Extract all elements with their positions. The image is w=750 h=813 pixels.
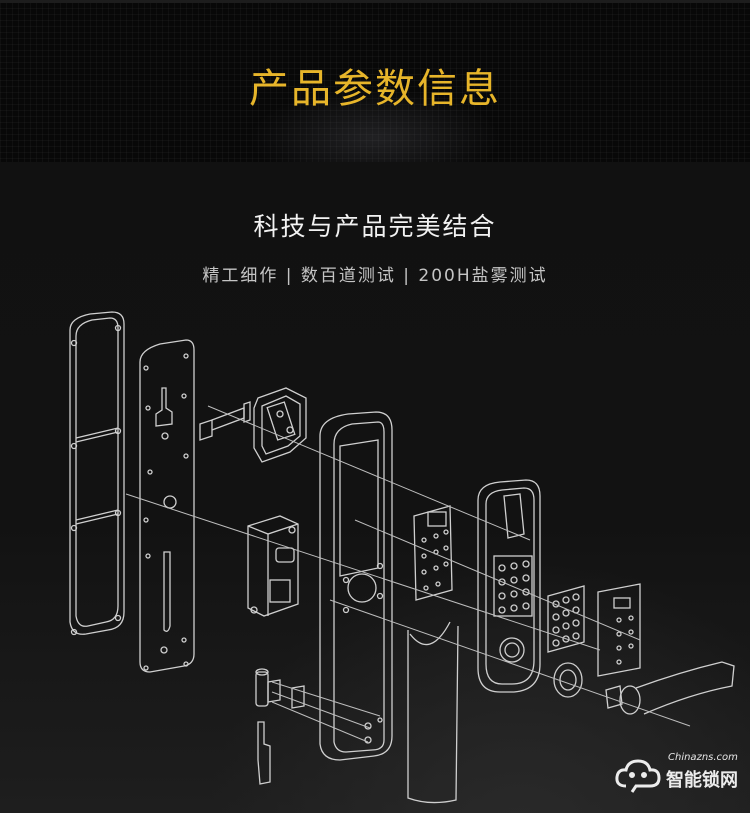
assembly-lines <box>125 405 691 743</box>
key-blank <box>257 721 271 785</box>
lever-handle <box>605 661 735 715</box>
watermark-name: 智能锁网 <box>666 770 738 791</box>
main-section <box>0 162 750 813</box>
spindle-pins <box>255 668 305 709</box>
cloud-face-icon <box>615 759 661 793</box>
watermark: Chinazns.com 智能锁网 <box>610 750 745 800</box>
motor-module <box>253 387 307 463</box>
pcb-board <box>413 505 453 601</box>
section-subtitle: 科技与产品完美结合 <box>253 212 497 241</box>
header-banner: 产品参数信息 <box>0 0 750 165</box>
mounting-plate <box>139 339 195 673</box>
rear-panel <box>69 311 125 636</box>
bracket <box>199 401 251 441</box>
page-title: 产品参数信息 <box>249 66 501 112</box>
section-tagline: 精工细作 | 数百道测试 | 200H盐雾测试 <box>202 266 548 286</box>
clutch-module <box>247 515 299 617</box>
front-panel <box>477 479 541 693</box>
keypad-glass <box>597 583 641 677</box>
cover-shell <box>407 621 459 804</box>
keypad-rubber <box>547 585 585 653</box>
exploded-lock-diagram <box>69 311 735 804</box>
front-frame <box>319 411 393 761</box>
watermark-domain: Chinazns.com <box>668 752 738 763</box>
